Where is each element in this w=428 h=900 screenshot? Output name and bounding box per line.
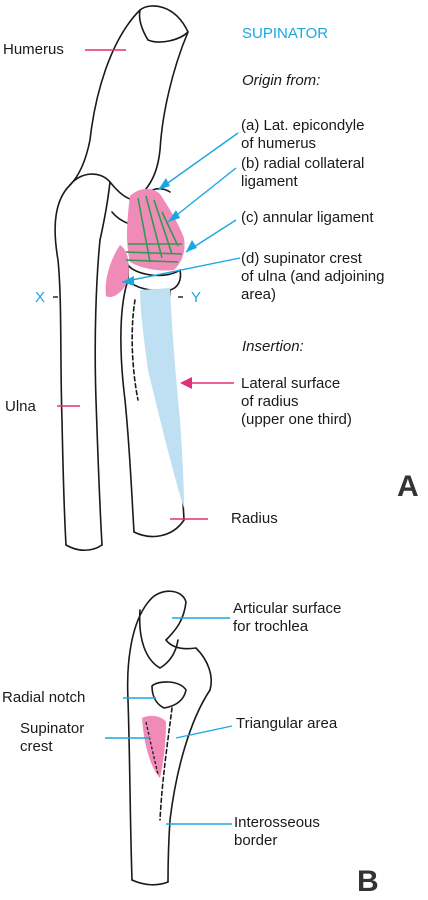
interosseous-border-label: Interosseous border: [234, 814, 320, 849]
ulna-outline-inner: [94, 239, 103, 546]
radius-label: Radius: [231, 510, 278, 527]
ulna-b-bottom: [131, 879, 169, 886]
humerus-label: Humerus: [3, 41, 64, 58]
supinator-fibers: [125, 195, 183, 263]
panel-a-letter: A: [397, 470, 419, 503]
humerus-outline: [69, 9, 141, 186]
origin-c-label: (c) annular ligament: [241, 209, 374, 226]
origin-heading: Origin from:: [242, 72, 321, 89]
ulna-outline-outer: [54, 184, 71, 546]
ulna-b-shaft-right: [167, 689, 211, 883]
supinator-crest-b-line: [145, 721, 159, 775]
supinator-crest-label: Supinator crest: [20, 720, 85, 755]
ulna-b-inner: [165, 639, 212, 691]
supinator-crest-ulna: [105, 245, 129, 298]
triangular-area-label: Triangular area: [236, 715, 338, 732]
origin-c-arrow: [186, 240, 197, 252]
ulna-b-trochlea: [138, 609, 179, 669]
axis-y-label: Y: [191, 289, 202, 306]
humerus-cut: [138, 5, 189, 43]
radial-notch-label: Radial notch: [2, 689, 86, 706]
ulna-b-olecranon: [149, 590, 187, 641]
axis-x-label: X: [35, 289, 46, 306]
ulna-bottom: [65, 544, 103, 552]
ulna-b-outer: [126, 599, 151, 881]
radius-bottom: [133, 519, 185, 538]
radius-insertion-area: [140, 288, 184, 508]
supinator-crest-b: [142, 715, 166, 778]
insertion-arrow: [180, 377, 192, 389]
triangular-leader: [175, 725, 233, 739]
insertion-heading: Insertion:: [242, 338, 304, 355]
ulna-b-ridge: [159, 707, 173, 821]
origin-b-leader: [167, 167, 237, 223]
origin-a-label: (a) Lat. epicondyle of humerus: [241, 117, 365, 152]
panel-b-letter: B: [357, 865, 379, 898]
origin-d-arrow: [122, 276, 134, 286]
origin-a-leader: [157, 132, 239, 191]
origin-a-arrow: [158, 178, 170, 190]
humerus-outline-right: [144, 31, 189, 191]
ulna-olecranon: [69, 173, 111, 241]
radius-head: [127, 264, 182, 292]
radius-shaft-left: [120, 279, 135, 533]
muscle-title: SUPINATOR: [242, 25, 329, 42]
articular-surface-label: Articular surface for trochlea: [233, 600, 342, 635]
radius-inner-line: [131, 299, 139, 401]
origin-d-leader: [121, 257, 241, 283]
origin-d-label: (d) supinator crest of ulna (and adjoini…: [241, 250, 385, 303]
radial-notch-outline: [151, 681, 187, 709]
origin-b-label: (b) radial collateral ligament: [241, 155, 365, 190]
insertion-label: Lateral surface of radius (upper one thi…: [241, 375, 352, 428]
origin-b-arrow: [168, 210, 180, 222]
ulna-label: Ulna: [5, 398, 36, 415]
supinator-origin-muscle: [127, 188, 185, 271]
